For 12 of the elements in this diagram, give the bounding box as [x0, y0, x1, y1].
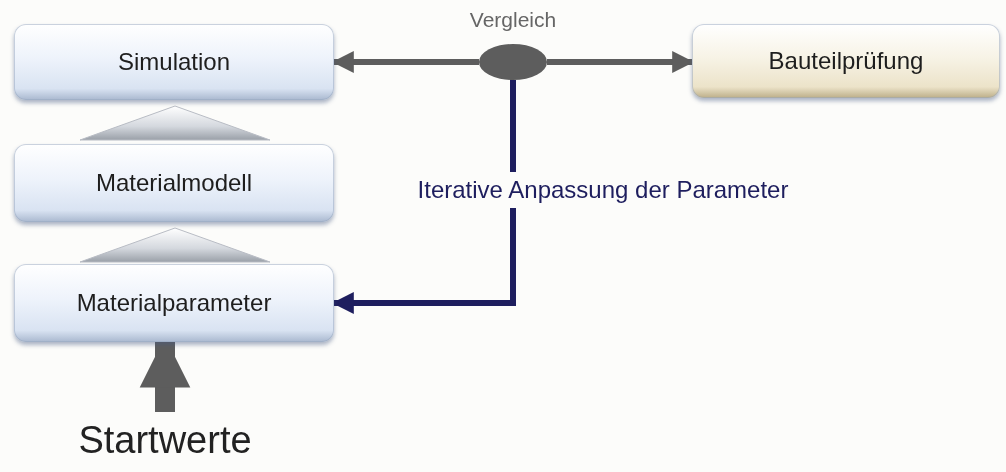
process-box [14, 24, 334, 100]
layer-separator [80, 106, 270, 140]
comparison-ellipse [479, 44, 547, 80]
box-label: Simulation [117, 48, 231, 76]
node-caption: Vergleich [469, 8, 557, 32]
box-label: Materialmodell [95, 169, 253, 197]
process-box [14, 144, 334, 222]
layer-separator [80, 228, 270, 262]
start-label: Startwerte [50, 412, 280, 468]
box-label: Bauteilprüfung [768, 47, 924, 75]
process-box [692, 24, 1000, 98]
box-label: Materialparameter [76, 289, 272, 317]
